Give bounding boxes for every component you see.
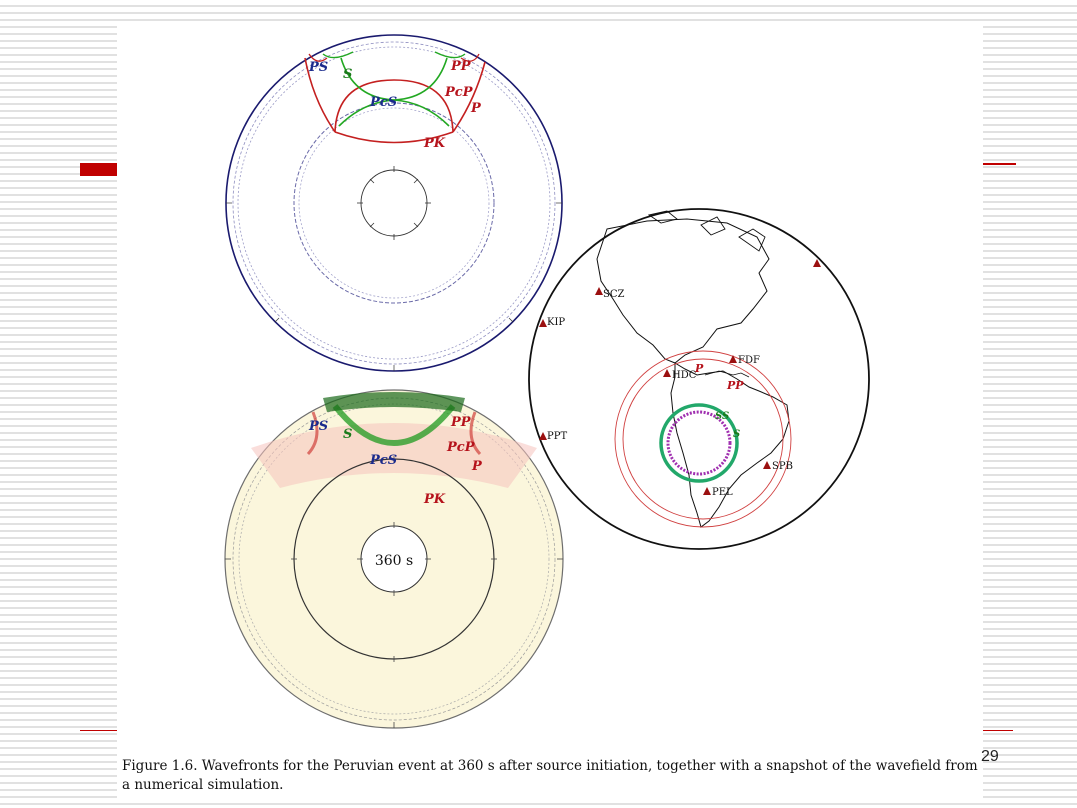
- label-s: S: [343, 67, 352, 82]
- station-label: SPB: [772, 461, 793, 472]
- s-energy-front: [332, 404, 456, 446]
- label-pcs: PcS: [369, 95, 397, 110]
- surface-energy: [323, 392, 465, 412]
- map-label-ss: SS: [715, 411, 729, 422]
- snapshot-mantle-boundary: [238, 403, 550, 715]
- page-number: 29: [981, 748, 999, 765]
- pcp-wavefront: [334, 79, 454, 133]
- label-p: P: [471, 459, 483, 474]
- station-label: FDF: [738, 355, 760, 366]
- crust-boundary: [232, 41, 556, 365]
- mantle-boundary: [237, 46, 551, 360]
- map-label-s: S: [733, 429, 740, 440]
- station-label: HDC: [672, 370, 697, 381]
- map-label-pp: PP: [726, 379, 744, 392]
- wavefront-diagram-top: PS S PP PcP P PcS PK: [225, 34, 563, 372]
- label-pk: PK: [423, 136, 446, 151]
- arctic-islands: [647, 210, 766, 252]
- p-wavefront-left: [304, 57, 336, 133]
- label-pcp: PcP: [446, 440, 476, 455]
- station-label: KIP: [547, 317, 565, 328]
- label-p: P: [470, 101, 482, 116]
- outer-core-boundary: [298, 107, 490, 299]
- accent-block: [80, 163, 117, 176]
- p-wavefront-circle: [622, 358, 784, 520]
- ps-energy: [306, 411, 482, 456]
- accent-line: [983, 730, 1013, 731]
- globe-outline: [528, 208, 870, 550]
- snapshot-ticks: [225, 456, 563, 728]
- accent-line: [983, 163, 1016, 165]
- pp-wavefront-circle: [614, 350, 792, 528]
- label-pp: PP: [450, 59, 472, 74]
- wavefield-snapshot-bottom: PS S PP PcP P PcS PK 360 s: [224, 389, 564, 729]
- core-mantle-boundary: [293, 102, 495, 304]
- station-markers: [539, 259, 821, 495]
- map-label-p: P: [694, 362, 704, 375]
- s-wavefront: [340, 57, 448, 101]
- north-america-outline: [596, 218, 770, 364]
- label-ps: PS: [308, 60, 328, 75]
- label-s: S: [343, 427, 352, 442]
- south-america-outline: [670, 362, 790, 528]
- p-wavefront-right: [452, 61, 486, 133]
- s-wavefront-circle: [659, 403, 739, 483]
- pp-wavefront: [308, 53, 480, 62]
- station-label: PPT: [547, 431, 567, 442]
- label-pcp: PcP: [444, 85, 474, 100]
- figure-caption: Figure 1.6. Wavefronts for the Peruvian …: [122, 758, 978, 793]
- p-energy-field: [251, 423, 537, 488]
- station-label: PEL: [712, 487, 733, 498]
- station-label: SCZ: [603, 289, 625, 300]
- accent-line: [80, 730, 117, 731]
- label-pcs: PcS: [369, 453, 397, 468]
- caribbean-outline: [704, 370, 750, 378]
- surface-ticks: [226, 202, 562, 371]
- label-pk: PK: [423, 492, 446, 507]
- ss-wavefront: [322, 51, 466, 59]
- label-ps: PS: [308, 419, 328, 434]
- label-pp: PP: [450, 415, 472, 430]
- pk-wavefront: [334, 131, 454, 144]
- globe-map: SCZ KIP FDF HDC PPT SPB PEL P PP SS S: [528, 208, 870, 550]
- time-label: 360 s: [375, 553, 413, 569]
- ss-wavefront-circle: [666, 410, 732, 476]
- snapshot-crust-boundary: [232, 397, 556, 721]
- inner-core-ticks: [357, 166, 431, 240]
